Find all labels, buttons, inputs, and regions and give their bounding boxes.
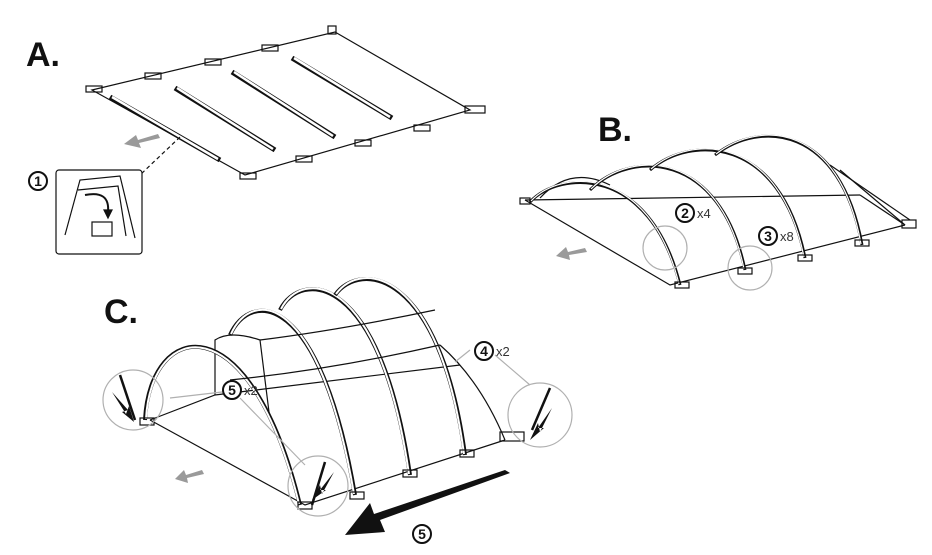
callout-2: 2 x4 — [675, 203, 711, 223]
step-b-direction-arrow — [556, 247, 587, 260]
callout-4-number: 4 — [474, 341, 494, 361]
callout-3-multiplier: x8 — [780, 228, 794, 244]
callout-3: 3 x8 — [758, 226, 794, 246]
callout-1: 1 — [28, 171, 50, 191]
callout-5-pull-number: 5 — [412, 524, 432, 544]
callout-5-stakes-multiplier: x2 — [244, 382, 258, 398]
callout-3-number: 3 — [758, 226, 778, 246]
step-a-flat-tent — [85, 25, 486, 180]
step-c-pull-arrow — [345, 470, 510, 535]
step-c-direction-arrow — [175, 470, 204, 483]
step-c-erected-tent — [102, 277, 573, 517]
step-c-label: C. — [104, 293, 138, 331]
callout-2-number: 2 — [675, 203, 695, 223]
callout-5-stakes: 5 x2 — [222, 380, 258, 400]
step-c-peg-arrows — [112, 392, 552, 500]
step-a-sleeve-detail — [55, 169, 143, 255]
callout-5-stakes-number: 5 — [222, 380, 242, 400]
callout-5-pull: 5 — [412, 524, 434, 544]
callout-4: 4 x2 — [474, 341, 510, 361]
step-b-tent-poles — [519, 134, 917, 291]
step-a-label: A. — [26, 36, 60, 74]
step-b-label: B. — [598, 111, 632, 149]
callout-1-number: 1 — [28, 171, 48, 191]
callout-4-multiplier: x2 — [496, 343, 510, 359]
step-a-direction-arrow — [124, 134, 160, 148]
callout-2-multiplier: x4 — [697, 205, 711, 221]
